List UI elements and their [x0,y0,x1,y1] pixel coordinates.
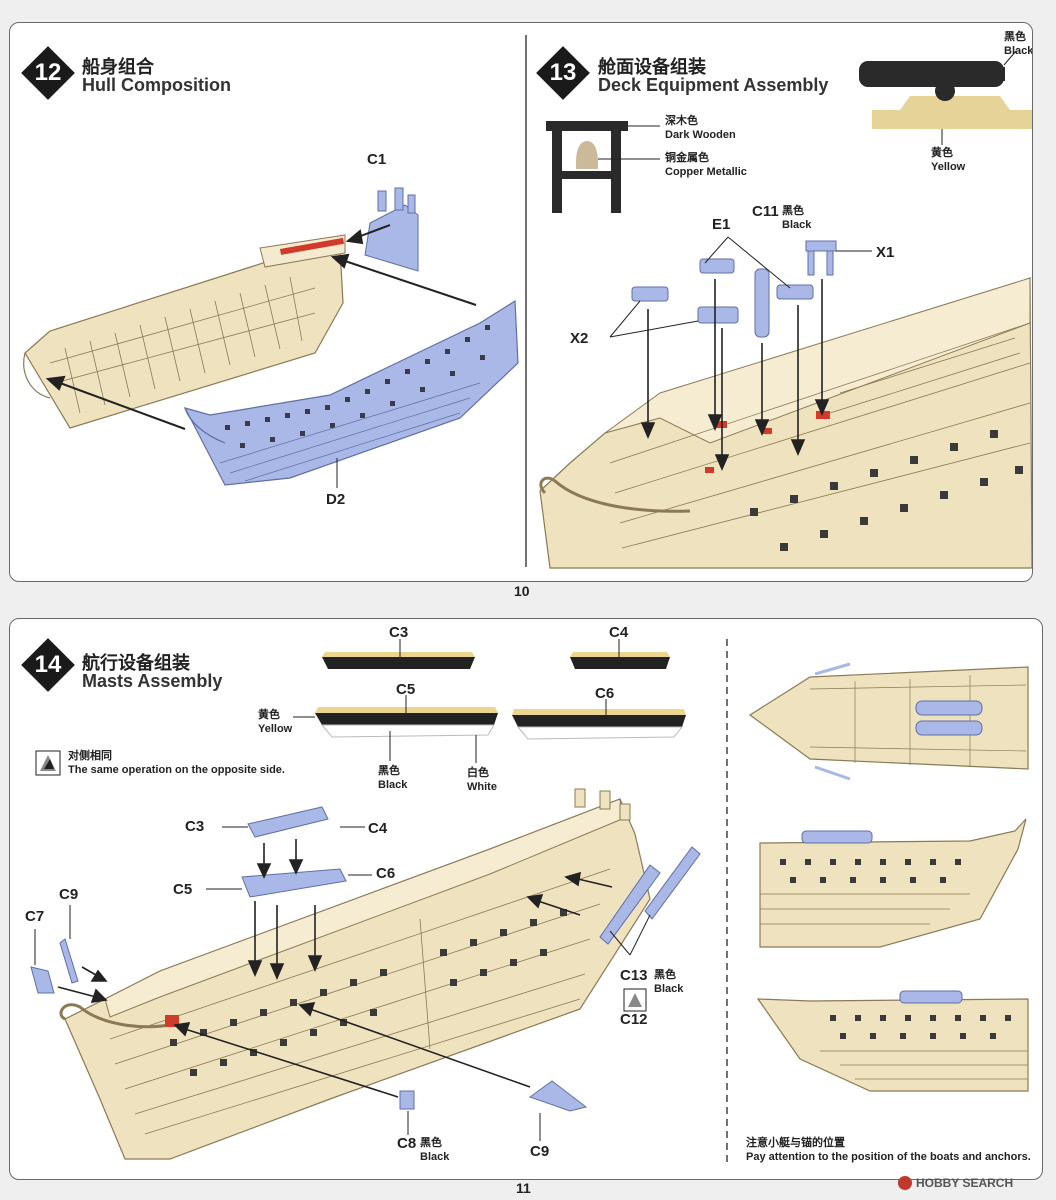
deck-parts [631,240,837,338]
boat-label-c5: C5 [396,681,416,698]
label-c13-cn: 黑色 [654,969,676,981]
step-14-panel: 14 航行设备组装 Masts Assembly C3 C4 C5 C6 黄色 … [9,618,1043,1180]
step-13-number: 13 [549,59,577,86]
cannon-black-cn: 黑色 [1004,31,1026,43]
ship-side-view-2 [756,990,1029,1092]
label-c5: C5 [173,881,193,898]
bell-wood-cn: 深木色 [665,115,698,127]
boat-white-en: White [467,781,497,793]
boat-label-c3: C3 [389,624,409,641]
bell-copper-en: Copper Metallic [665,166,747,178]
cannon-black-en: Black [1004,45,1033,57]
boat-white-cn: 白色 [467,767,489,779]
step-13-title-cn: 舱面设备组装 [598,57,706,78]
ship-top-view [748,662,1029,781]
top-panel-illustrations [23,35,1032,569]
step12-arrows [45,224,477,488]
label-x1: X1 [876,244,895,261]
step-14-number: 14 [34,651,62,678]
step-12-title-en: Hull Composition [82,75,231,95]
label-e1: E1 [712,216,731,233]
boat-c3 [322,652,475,669]
boat-leader-lines [293,639,620,763]
page-number-bottom: 11 [516,1180,531,1196]
label-c8-en: Black [420,1151,450,1163]
cannon-yellow-cn: 黄色 [931,147,953,159]
boat-black-en: Black [378,779,408,791]
label-c8: C8 [397,1135,417,1152]
label-c13-en: Black [654,983,684,995]
label-c6: C6 [376,865,396,882]
step14-parts [30,806,701,1112]
label-c3: C3 [185,818,205,835]
boat-black-cn: 黑色 [378,765,400,777]
label-c12: C12 [620,1011,648,1028]
note-cn: 注意小艇与锚的位置 [746,1137,845,1149]
label-c11-en: Black [782,219,812,231]
bottom-panel-illustrations [30,639,1029,1167]
label-c11-cn: 黑色 [782,205,804,217]
step-12-13-panel: 12 船身组合 Hull Composition C1 D2 13 舱面设备组装… [9,22,1033,582]
label-c7: C7 [25,908,45,925]
ship-main [59,788,651,1160]
opposite-side-cn: 对侧相同 [68,750,112,762]
step-14-title-en: Masts Assembly [82,671,223,691]
boat-yellow-cn: 黄色 [258,709,280,721]
label-c8-cn: 黑色 [420,1137,442,1149]
note-en: Pay attention to the position of the boa… [746,1151,1031,1163]
label-d2: D2 [326,491,346,508]
label-c11: C11 [752,203,779,220]
boat-label-c6: C6 [595,685,615,702]
label-x2: X2 [570,330,589,347]
cannon-illustration [859,50,1032,145]
ship-side-view-1 [759,818,1027,948]
step-13-title-en: Deck Equipment Assembly [598,75,829,95]
step-12-number: 12 [34,59,62,86]
cannon-yellow-en: Yellow [931,161,966,173]
boat-yellow-en: Yellow [258,723,293,735]
opposite-side-en: The same operation on the opposite side. [68,764,285,776]
label-c4: C4 [368,820,388,837]
boat-label-c4: C4 [609,624,629,641]
watermark-text: HOBBY SEARCH [916,1176,1014,1190]
label-c9-bottom: C9 [530,1143,550,1160]
boat-c6 [512,709,686,740]
c12-icon [623,988,647,1012]
watermark-logo-icon [898,1176,912,1190]
step-12-title-cn: 船身组合 [82,57,154,78]
opposite-side-icon [35,750,61,776]
label-c13: C13 [620,967,648,984]
step-14-title-cn: 航行设备组装 [82,653,190,674]
hull-half-right-d2 [183,299,519,486]
deck-hull-closeup [539,277,1032,569]
bell-wood-en: Dark Wooden [665,129,736,141]
hull-half-left [23,234,346,429]
step13-arrows [609,236,872,472]
label-c1: C1 [367,151,387,168]
page-number-top: 10 [514,583,530,599]
boat-c4 [570,652,670,669]
part-c1 [364,187,419,272]
step14-arrows [34,826,651,1141]
bell-copper-cn: 铜金属色 [665,152,709,164]
watermark: HOBBY SEARCH [898,1176,1013,1190]
bell-illustration [546,121,660,213]
label-c9-top: C9 [59,886,79,903]
